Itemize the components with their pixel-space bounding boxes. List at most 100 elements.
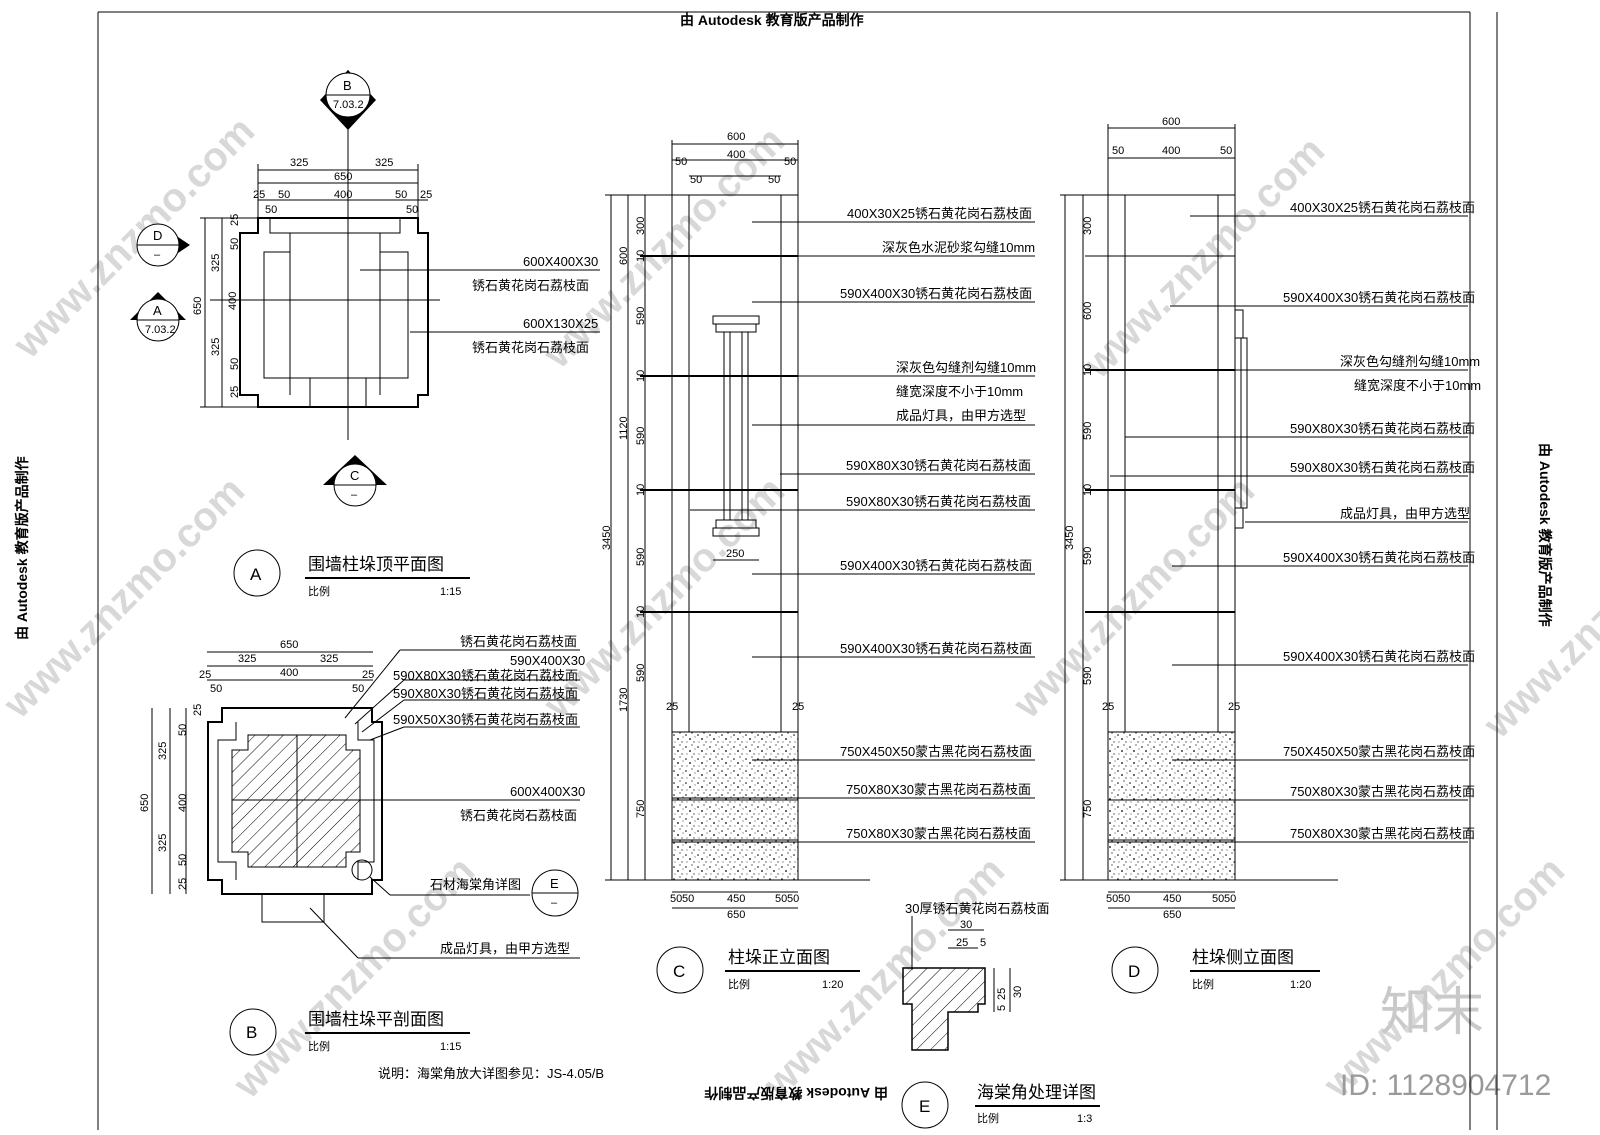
dim-label: 10 bbox=[635, 370, 647, 382]
dim-label: 325 bbox=[157, 742, 169, 760]
note-text: 590X400X30锈石黄花岗石荔枝面 bbox=[1283, 649, 1475, 664]
dim-label: 300 bbox=[635, 217, 647, 235]
dim-label: 600 bbox=[1082, 302, 1094, 320]
note-text: 石材海棠角详图 bbox=[430, 877, 521, 892]
dim-label: 400 bbox=[177, 794, 189, 812]
dim-label: 650 bbox=[727, 909, 745, 921]
note-text: 590X400X30锈石黄花岗石荔枝面 bbox=[840, 286, 1032, 301]
dim-label: 300 bbox=[1082, 217, 1094, 235]
dim-label: 25 bbox=[362, 669, 374, 681]
note-text: 400X30X25锈石黄花岗石荔枝面 bbox=[847, 206, 1032, 221]
dim-label: 25 bbox=[1228, 701, 1240, 713]
dim-label: 50 bbox=[177, 724, 189, 736]
dim-label: 325 bbox=[157, 834, 169, 852]
dim-label: 25 bbox=[253, 189, 265, 201]
dim-label: 650 bbox=[334, 171, 352, 183]
note-text: 590X80X30锈石黄花岗石荔枝面 bbox=[1290, 460, 1475, 475]
dim-label: 325 bbox=[290, 157, 308, 169]
dim-label: 50 bbox=[675, 156, 687, 168]
scale-value: 1:15 bbox=[440, 1041, 461, 1053]
watermark-logo: 知末 bbox=[1380, 984, 1484, 1042]
dim-label: 50 bbox=[210, 683, 222, 695]
section-mark-letter: C bbox=[350, 468, 359, 483]
dim-label: 50 bbox=[682, 893, 694, 905]
note-text: 缝宽深度不小于10mm bbox=[896, 384, 1023, 399]
section-mark-letter: A bbox=[153, 303, 162, 318]
note-text: 600X400X30 bbox=[523, 254, 598, 269]
drawing-circle-letter: E bbox=[919, 1097, 930, 1116]
dim-label: 450 bbox=[727, 893, 745, 905]
dim-label: 25 bbox=[956, 937, 968, 949]
note-text: 缝宽深度不小于10mm bbox=[1354, 378, 1481, 393]
dim-label: 10 bbox=[635, 250, 647, 262]
dim-label: 50 bbox=[395, 189, 407, 201]
dim-label: 50 bbox=[177, 854, 189, 866]
section-mark-ref: – bbox=[551, 897, 558, 909]
dim-label: 25 bbox=[229, 386, 241, 398]
section-mark-letter: E bbox=[550, 876, 559, 891]
section-mark-ref: 7.03.2 bbox=[333, 99, 364, 111]
drawing-circle-letter: D bbox=[1128, 962, 1140, 981]
drawing-b-section-plan: 650 25 50 325 400 325 50 25 25 50 325 40… bbox=[139, 634, 604, 1081]
drawing-title: 围墙柱垛顶平面图 bbox=[308, 555, 444, 574]
watermark-text: www.znzmo.com bbox=[5, 108, 264, 367]
dim-label: 25 bbox=[192, 704, 204, 716]
drawing-e-corner-detail: 30厚锈石黄花岗石荔枝面 30 25 5 25 5 30 E 海棠角处理详图 比… bbox=[901, 901, 1100, 1129]
dim-label: 400 bbox=[334, 189, 352, 201]
dim-label: 325 bbox=[375, 157, 393, 169]
dim-label: 400 bbox=[1162, 145, 1180, 157]
scale-label: 比例 bbox=[728, 977, 750, 991]
note-text: 590X400X30锈石黄花岗石荔枝面 bbox=[840, 641, 1032, 656]
drawing-title: 柱垛正立面图 bbox=[728, 948, 830, 967]
section-mark-ref: – bbox=[154, 249, 161, 261]
dim-label: 400 bbox=[727, 149, 745, 161]
note-text: 成品灯具，由甲方选型 bbox=[896, 408, 1026, 423]
dim-label: 50 bbox=[787, 893, 799, 905]
watermark-text: www.znzmo.com bbox=[535, 118, 794, 377]
scale-value: 1:20 bbox=[1290, 979, 1311, 991]
dim-label: 25 bbox=[666, 701, 678, 713]
note-text: 锈石黄花岗石荔枝面 bbox=[472, 340, 589, 355]
dim-label: 25 bbox=[420, 189, 432, 201]
note-text: 590X80X30锈石黄花岗石荔枝面 bbox=[846, 494, 1031, 509]
dim-label: 50 bbox=[1112, 145, 1124, 157]
note-text: 590X400X30锈石黄花岗石荔枝面 bbox=[1283, 550, 1475, 565]
scale-value: 1:20 bbox=[822, 979, 843, 991]
note-text: 590X80X30锈石黄花岗石荔枝面 bbox=[393, 668, 578, 683]
dim-label: 5 bbox=[980, 937, 986, 949]
dim-label: 325 bbox=[210, 254, 222, 272]
section-mark-ref: – bbox=[351, 489, 358, 501]
section-mark-letter: D bbox=[153, 228, 162, 243]
dim-label: 50 bbox=[1118, 893, 1130, 905]
dim-label: 50 bbox=[1220, 145, 1232, 157]
note-text: 750X80X30蒙古黑花岗石荔枝面 bbox=[1290, 784, 1475, 799]
scale-label: 比例 bbox=[308, 1039, 330, 1053]
dim-label: 50 bbox=[352, 683, 364, 695]
note-text: 590X80X30锈石黄花岗石荔枝面 bbox=[846, 458, 1031, 473]
note-text: 750X450X50蒙古黑花岗石荔枝面 bbox=[840, 744, 1032, 759]
drawing-circle-letter: B bbox=[246, 1023, 257, 1042]
dim-label: 50 bbox=[775, 893, 787, 905]
watermark-text: www.znzmo.com bbox=[1005, 468, 1264, 727]
remark-text: 说明：海棠角放大详图参见：JS-4.05/B bbox=[378, 1066, 604, 1081]
dim-label: 25 bbox=[1102, 701, 1114, 713]
dim-label: 400 bbox=[280, 667, 298, 679]
dim-label: 50 bbox=[670, 893, 682, 905]
dim-label: 5 bbox=[996, 1005, 1008, 1011]
note-text: 600X400X30 bbox=[510, 784, 585, 799]
dim-label: 650 bbox=[1163, 909, 1181, 921]
dim-label: 30 bbox=[960, 919, 972, 931]
dim-label: 10 bbox=[1082, 364, 1094, 376]
note-text: 深灰色勾缝剂勾缝10mm bbox=[1340, 354, 1480, 369]
drawing-c-front-elevation: 250 600 50 400 50 50 50 300 10 590 10 59… bbox=[601, 131, 1036, 994]
dim-label: 25 bbox=[177, 878, 189, 890]
lamp-icon bbox=[712, 315, 760, 537]
dim-label: 590 bbox=[1082, 667, 1094, 685]
dim-label: 590 bbox=[635, 548, 647, 566]
dim-label: 600 bbox=[618, 247, 630, 265]
dim-label: 590 bbox=[1082, 547, 1094, 565]
dim-label: 50 bbox=[265, 204, 277, 216]
note-text: 600X130X25 bbox=[523, 316, 598, 331]
banner-left: 由 Autodesk 教育版产品制作 bbox=[14, 456, 30, 640]
note-text: 成品灯具，由甲方选型 bbox=[440, 941, 570, 956]
